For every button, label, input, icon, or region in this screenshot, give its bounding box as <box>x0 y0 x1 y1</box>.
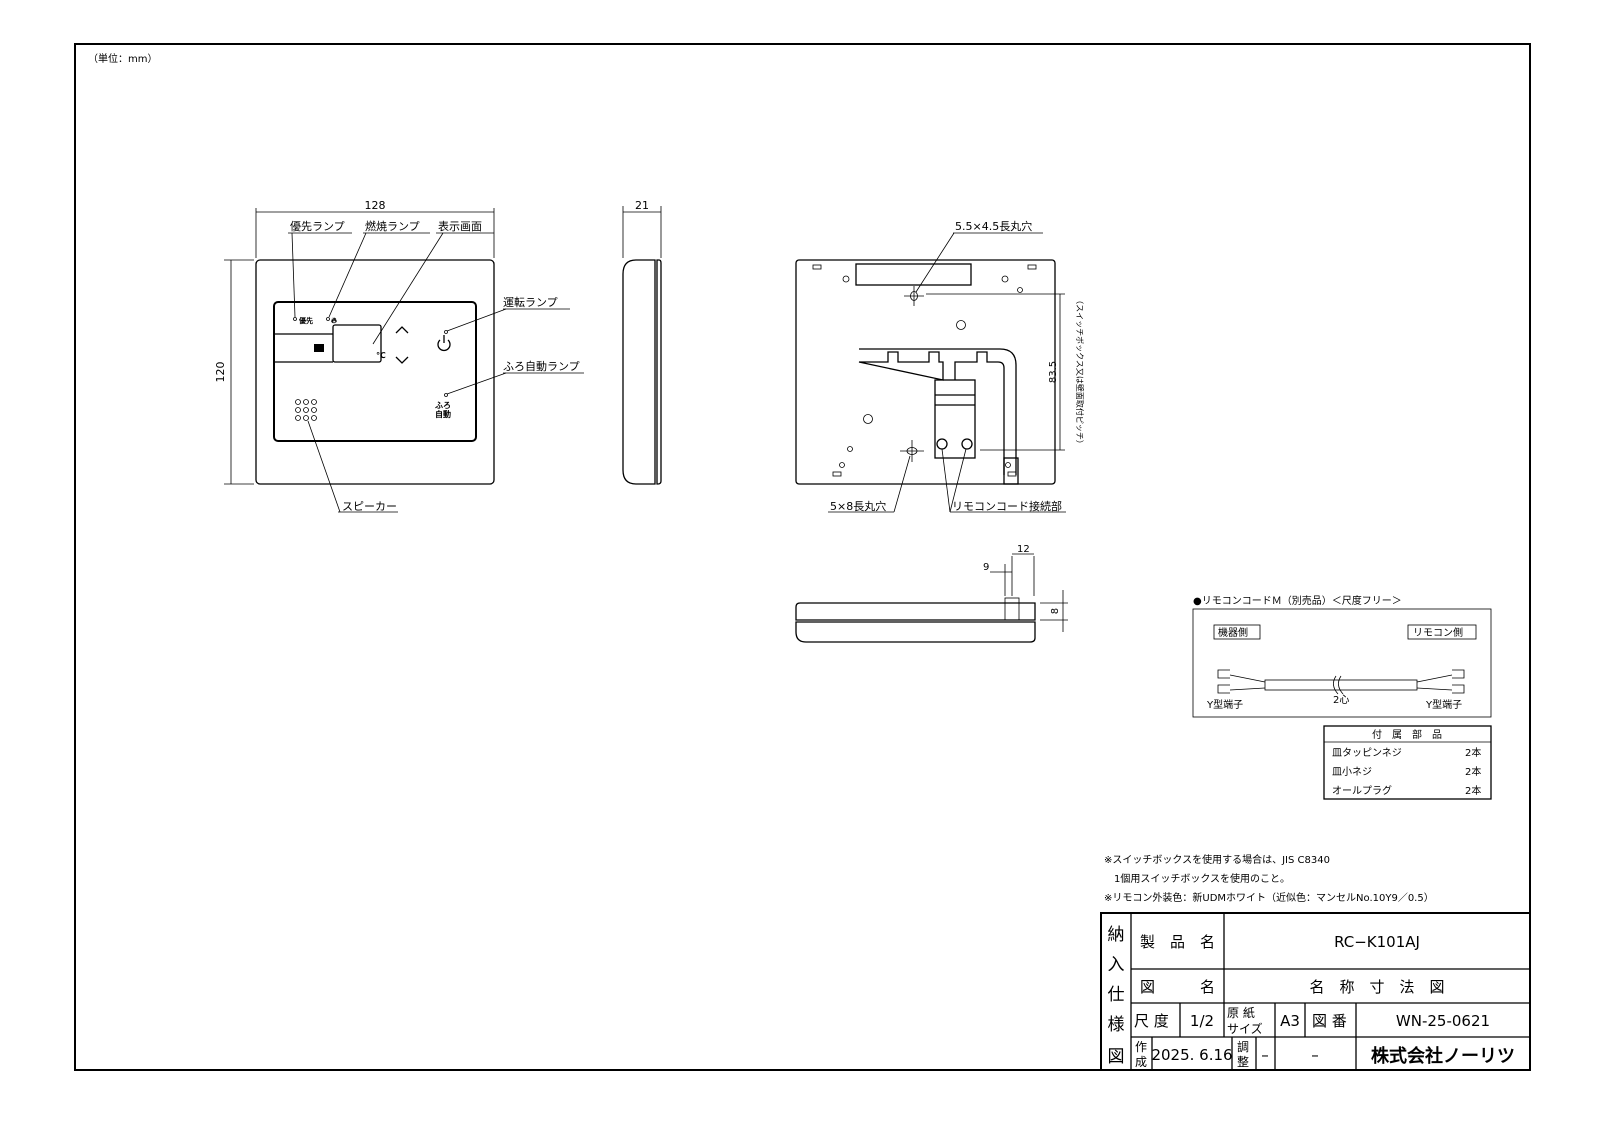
svg-text:整: 整 <box>1237 1054 1249 1069</box>
drawing-name: 名 称 寸 法 図 <box>1309 978 1444 996</box>
cord-connector <box>934 379 976 459</box>
sheet-frame <box>74 43 1531 1071</box>
cord-title: ●リモコンコードＭ（別売品）＜尺度フリー＞ <box>1193 594 1402 607</box>
priority-lamp-label: 優先ランプ <box>290 220 345 233</box>
svg-text:Y型端子: Y型端子 <box>1425 698 1462 711</box>
svg-text:ふろ: ふろ <box>435 401 451 410</box>
flame-icon: 🔥︎ <box>331 316 337 325</box>
combustion-lamp-label: 燃焼ランプ <box>365 219 420 233</box>
svg-text:皿タッピンネジ: 皿タッピンネジ <box>1332 747 1402 759</box>
svg-text:成: 成 <box>1135 1055 1147 1069</box>
speaker-holes <box>295 399 317 421</box>
power-button-icon[interactable] <box>437 335 451 352</box>
display-screen <box>332 324 382 363</box>
svg-text:調: 調 <box>1237 1040 1249 1054</box>
note-1: ※スイッチボックスを使用する場合は、JIS C8340 <box>1104 853 1330 866</box>
svg-text:–: – <box>1311 1046 1319 1064</box>
svg-text:2心: 2心 <box>1333 694 1349 706</box>
svg-text:2本: 2本 <box>1465 746 1481 759</box>
note-2: 1個用スイッチボックスを使用のこと。 <box>1104 872 1290 885</box>
speaker-label: スピーカー <box>342 500 397 513</box>
pitch-dim: 83.5 <box>1048 361 1059 383</box>
svg-text:作: 作 <box>1135 1040 1147 1054</box>
svg-text:図: 図 <box>1108 1047 1125 1067</box>
svg-text:図 番: 図 番 <box>1312 1012 1347 1030</box>
svg-text:仕: 仕 <box>1108 985 1125 1005</box>
svg-text:様: 様 <box>1108 1015 1125 1035</box>
depth-dim: 21 <box>635 199 649 212</box>
svg-text:自動: 自動 <box>435 409 451 419</box>
front-view: 128 120 優先 🔥︎ ℃ ふろ 自動 優先ランプ 燃焼ランプ 表示画面 運… <box>214 199 584 513</box>
svg-text:尺 度: 尺 度 <box>1134 1012 1169 1030</box>
svg-text:℃: ℃ <box>376 351 386 360</box>
svg-text:オールプラグ: オールプラグ <box>1332 784 1392 797</box>
unit-label: （単位：mm） <box>88 52 157 65</box>
svg-text:皿小ネジ: 皿小ネジ <box>1332 766 1372 778</box>
company-logo: 株式会社ノーリツ <box>1371 1045 1515 1067</box>
width-dim: 128 <box>365 199 386 212</box>
svg-text:Y型端子: Y型端子 <box>1206 698 1243 711</box>
svg-text:機器側: 機器側 <box>1218 626 1248 639</box>
operation-lamp-label: 運転ランプ <box>503 296 558 309</box>
display-screen-label: 表示画面 <box>438 219 482 233</box>
svg-text:–: – <box>1261 1046 1269 1064</box>
svg-text:図 名: 図 名 <box>1140 978 1215 996</box>
svg-text:優先: 優先 <box>298 316 313 325</box>
pitch-note: （スイッチボックス又は壁面取付ピッチ） <box>1075 296 1085 448</box>
product-name: RC−K101AJ <box>1334 933 1420 951</box>
height-dim: 120 <box>214 362 227 383</box>
svg-text:A3: A3 <box>1280 1012 1300 1030</box>
back-view: 83.5 （スイッチボックス又は壁面取付ピッチ） 5.5×4.5長丸穴 5×8長… <box>795 219 1085 513</box>
connector-label: リモコンコード接続部 <box>952 499 1062 513</box>
svg-text:2本: 2本 <box>1465 765 1481 778</box>
down-button-icon[interactable] <box>395 356 409 364</box>
accessories-table: 付 属 部 品 皿タッピンネジ 2本 皿小ネジ 2本 オールプラグ 2本 <box>1323 725 1492 800</box>
bottom-hole-label: 5×8長丸穴 <box>830 499 886 513</box>
svg-text:納: 納 <box>1108 925 1125 945</box>
svg-text:9: 9 <box>983 562 989 573</box>
svg-text:製 品 名: 製 品 名 <box>1140 933 1215 951</box>
control-panel <box>273 301 477 442</box>
svg-text:付 属 部 品: 付 属 部 品 <box>1372 728 1442 741</box>
created-date: 2025. 6.16 <box>1151 1046 1232 1064</box>
svg-text:12: 12 <box>1017 544 1030 555</box>
remote-cord-diagram: ●リモコンコードＭ（別売品）＜尺度フリー＞ 機器側 リモコン側 Y型端子 2心 … <box>1192 594 1492 718</box>
bottom-view: 9 12 8 <box>795 544 1068 643</box>
drawing-number: WN-25-0621 <box>1396 1012 1490 1030</box>
bath-auto-lamp-label: ふろ自動ランプ <box>503 359 580 373</box>
svg-text:入: 入 <box>1108 955 1125 975</box>
svg-text:リモコン側: リモコン側 <box>1413 626 1463 639</box>
side-view: 21 <box>622 199 662 485</box>
svg-text:原 紙: 原 紙 <box>1227 1005 1255 1020</box>
svg-text:1/2: 1/2 <box>1190 1012 1214 1030</box>
svg-text:2本: 2本 <box>1465 784 1481 797</box>
up-button-icon[interactable] <box>395 326 409 334</box>
svg-text:サイズ: サイズ <box>1227 1021 1263 1036</box>
svg-text:8: 8 <box>1050 608 1061 614</box>
title-block: 納 入 仕 様 図 製 品 名 RC−K101AJ 図 名 名 称 寸 法 図 … <box>1100 912 1531 1071</box>
top-hole-label: 5.5×4.5長丸穴 <box>955 219 1032 233</box>
display-icon <box>314 344 324 352</box>
note-3: ※リモコン外装色：新UDMホワイト（近似色：マンセルNo.10Y9／0.5） <box>1104 891 1434 904</box>
